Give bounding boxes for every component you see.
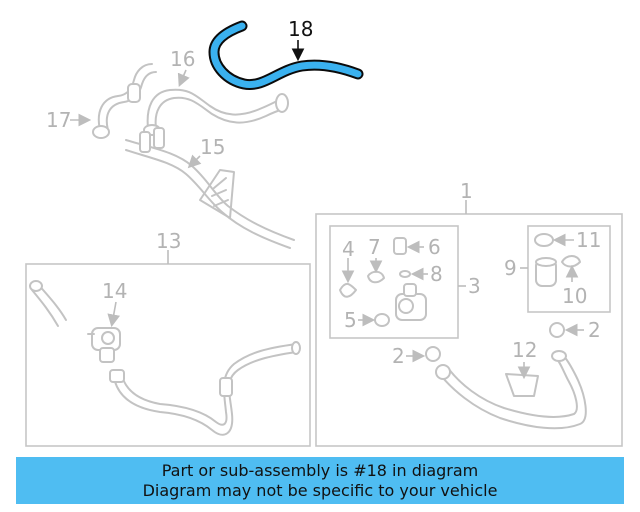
part-15-pipe [125, 127, 295, 249]
callout-6: 6 [428, 235, 441, 259]
part-5-ring [374, 313, 390, 327]
box-1 [315, 213, 623, 447]
part-4-clip [339, 283, 357, 298]
callout-4: 4 [342, 237, 355, 261]
callout-17: 17 [46, 108, 71, 132]
part-14-valve [87, 327, 121, 363]
callout-15: 15 [200, 135, 225, 159]
part-18-hose [208, 20, 364, 91]
part-2-clamp [549, 322, 565, 338]
banner-line-disclaimer: Diagram may not be specific to your vehi… [142, 481, 498, 500]
callout-labels: 18 16 17 15 1 13 14 6 7 4 8 3 5 11 9 10 … [46, 17, 601, 368]
callout-16: 16 [170, 47, 195, 71]
part-13-hose [29, 280, 301, 436]
part-6-sensor [393, 237, 407, 255]
callout-9: 9 [504, 256, 517, 280]
callout-11: 11 [576, 228, 601, 252]
callout-1: 1 [460, 179, 473, 203]
callout-12: 12 [512, 338, 537, 362]
part-7-clip [367, 270, 385, 284]
part-11-ring [534, 233, 554, 247]
callout-13: 13 [156, 229, 181, 253]
part-2-clamp [425, 346, 441, 362]
part-16-hose [143, 88, 289, 136]
part-12-hose [435, 350, 587, 430]
callout-10: 10 [562, 284, 587, 308]
callout-2: 2 [392, 344, 405, 368]
callout-7: 7 [368, 235, 381, 259]
callout-18: 18 [288, 17, 313, 41]
callout-8: 8 [430, 262, 443, 286]
leader-arrows [70, 40, 584, 380]
part-9-connector [535, 257, 557, 287]
callout-3: 3 [468, 274, 481, 298]
part-17-hose [92, 63, 157, 139]
callout-14: 14 [102, 279, 127, 303]
box-13 [25, 263, 311, 447]
callout-5: 5 [344, 308, 357, 332]
box-9 [527, 225, 611, 313]
part-3-housing [395, 283, 427, 321]
part-10-clip [561, 255, 581, 268]
callout-2: 2 [588, 318, 601, 342]
info-banner: Part or sub-assembly is #18 in diagram D… [16, 457, 624, 504]
box-3 [329, 225, 459, 339]
banner-line-part: Part or sub-assembly is #18 in diagram [161, 461, 479, 480]
part-8-ring [399, 270, 411, 278]
